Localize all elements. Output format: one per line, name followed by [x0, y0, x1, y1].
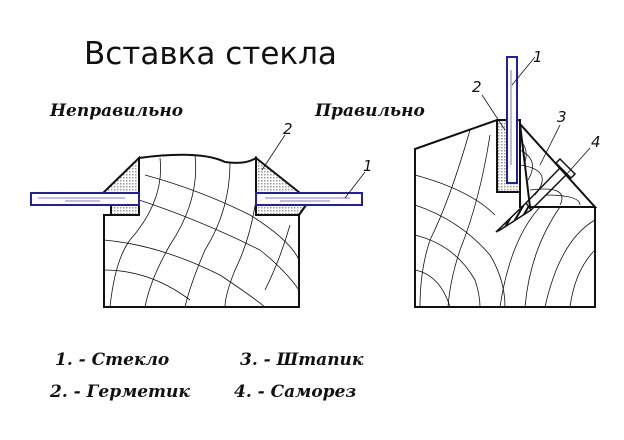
- callout-label: 2: [283, 120, 293, 138]
- glass-pane: [506, 56, 518, 184]
- sealant: [255, 155, 303, 194]
- page-title: Вставка стекла: [84, 36, 337, 72]
- right-installation-drawing: [414, 56, 598, 308]
- wood-grain: [414, 129, 596, 308]
- legend-item: 3. - Штапик: [240, 350, 364, 370]
- heading-wrong: Неправильно: [50, 101, 184, 121]
- sealant: [100, 155, 140, 194]
- callout-label: 1: [363, 157, 373, 175]
- glass-pane: [30, 192, 140, 206]
- callout-label: 3: [557, 108, 567, 126]
- legend-item: 1. - Стекло: [55, 350, 170, 370]
- callout-label: 1: [533, 48, 543, 66]
- glass-pane: [255, 192, 363, 206]
- legend-item: 4. - Саморез: [234, 382, 357, 402]
- wrong-installation-drawing: [30, 134, 366, 308]
- heading-right: Правильно: [315, 101, 425, 121]
- legend-item: 2. - Герметик: [50, 382, 190, 402]
- wood-grain: [103, 154, 300, 308]
- callout-label: 4: [591, 133, 601, 151]
- callout-label: 2: [472, 78, 482, 96]
